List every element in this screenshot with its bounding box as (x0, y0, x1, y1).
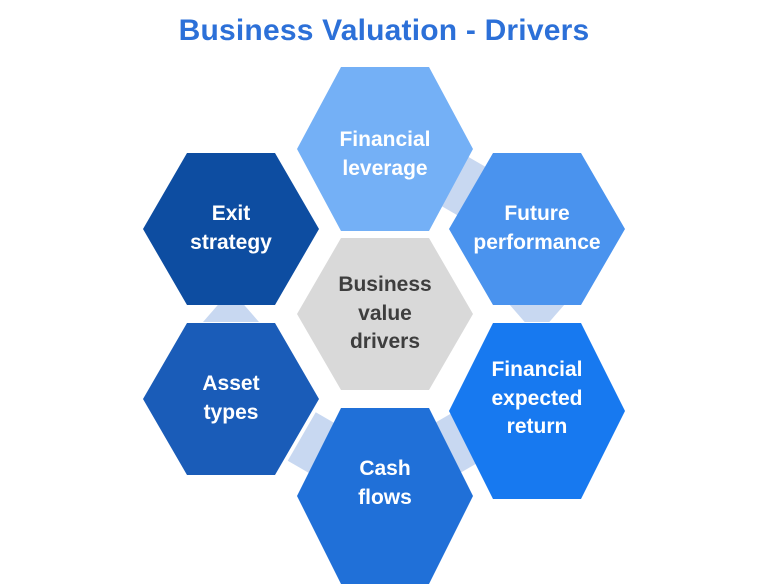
hexagon-label: value (358, 301, 412, 325)
hexagon-business-value-drivers: Business value drivers (297, 238, 473, 390)
hexagon-label: strategy (190, 231, 272, 254)
hexagon-label: Business (338, 272, 432, 296)
hexagon-label: flows (358, 486, 412, 509)
hexagon-label: Financial (491, 357, 583, 381)
hexagon-label: expected (491, 386, 583, 410)
hexagon-label: Cash (359, 457, 411, 481)
hexagon-label: drivers (349, 330, 421, 354)
hexagon-cash-flows: Cash flows (297, 408, 473, 584)
hexagon-label: leverage (342, 157, 428, 180)
hexagon-label: Financial (339, 128, 431, 152)
hexagon-label: performance (473, 231, 601, 254)
hexagon-asset-types: Asset types (143, 323, 319, 475)
hexagon-label: Asset (202, 372, 260, 396)
hexagon-label: return (506, 415, 568, 439)
connector-asset-types-exit-strategy (203, 304, 259, 322)
hexagon-label: Exit (211, 202, 251, 226)
hexagon-exit-strategy: Exit strategy (143, 153, 319, 305)
hexagon-label: types (203, 401, 259, 424)
hexagon-label: Future (504, 202, 570, 226)
page-title: Business Valuation - Drivers (178, 14, 590, 47)
hexagon-financial-expected-return: Financial expected return (449, 323, 625, 499)
connector-performance-expected-return (509, 304, 565, 322)
hexagon-financial-leverage: Financial leverage (297, 67, 473, 231)
